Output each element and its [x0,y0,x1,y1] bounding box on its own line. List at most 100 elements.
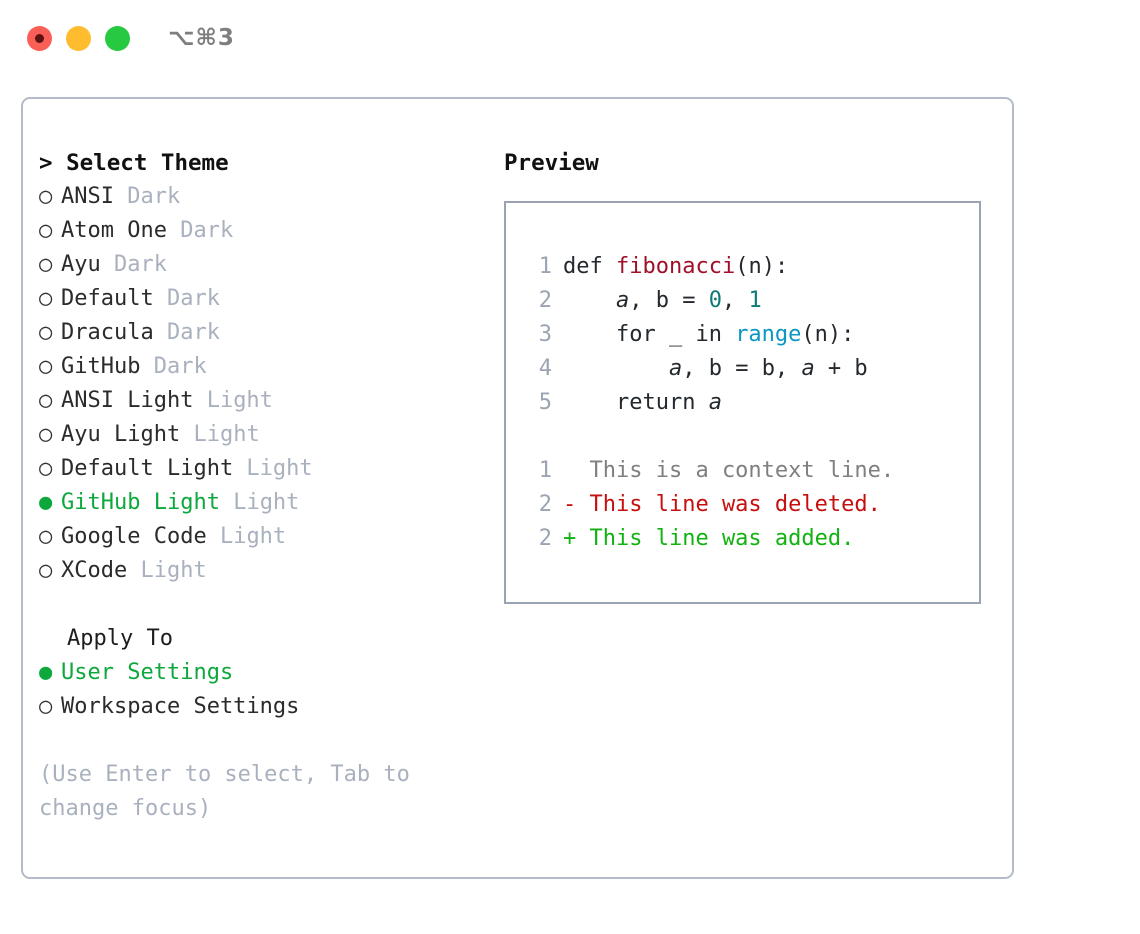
code-line: 3 for _ in range(n): [524,318,979,352]
diff-line: 1 This is a context line. [524,454,979,488]
radio-unselected-icon: ○ [39,320,53,345]
line-number: 4 [538,356,552,381]
radio-unselected-icon: ○ [39,388,53,413]
code-token: for _ in [563,322,736,347]
theme-kind-badge: Light [193,388,273,413]
theme-list-item[interactable]: ○ Ayu Light Light [39,418,493,452]
theme-kind-badge: Dark [100,252,167,277]
theme-list-item[interactable]: ○ ANSI Dark [39,180,493,214]
radio-selected-icon: ● [39,660,53,685]
diff-line-number: 1 [538,458,552,483]
apply-to-heading: Apply To [67,626,173,651]
theme-kind-badge: Dark [166,218,234,243]
theme-list-item[interactable]: ○Google Code Light [39,520,493,554]
theme-name-label: Default [61,286,154,311]
theme-list-item[interactable]: ○XCode Light [39,554,493,588]
code-line: 5 return a [524,386,979,420]
theme-list-item[interactable]: ○Atom One Dark [39,214,493,248]
theme-kind-badge: Light [206,524,287,549]
diff-preview: 1 This is a context line.2- This line wa… [524,454,979,556]
code-line-content: def fibonacci(n): [563,250,788,284]
theme-name-label: GitHub [61,354,141,379]
theme-list-item[interactable]: ○ GitHub Dark [39,350,493,384]
diff-line: 2- This line was deleted. [524,488,979,522]
theme-name-label: Default Light [61,456,234,481]
line-number: 1 [538,254,552,279]
line-number: 3 [538,322,552,347]
radio-unselected-icon: ○ [39,422,53,447]
theme-kind-badge: Light [127,558,207,583]
code-token: 0 [708,288,722,313]
radio-selected-icon: ● [39,490,53,515]
code-token: fibonacci [615,254,736,279]
diff-line-content: This is a context line. [563,458,895,483]
code-token [563,288,616,313]
radio-unselected-icon: ○ [39,286,53,311]
code-token: (n): [801,322,855,347]
tui-panel: > Select Theme ○ANSI Dark○Atom One Dark○… [21,97,1014,879]
code-line: 4 a, b = b, a + b [524,352,979,386]
theme-name-label: ANSI [61,184,114,209]
code-token: return [563,390,709,415]
theme-name-label: ANSI Light [61,388,194,413]
radio-unselected-icon: ○ [39,354,53,379]
theme-list-item[interactable]: ○ ANSI Light Light [39,384,493,418]
theme-name-label: Ayu Light [61,422,181,447]
code-line-content: return a [563,386,722,420]
code-token: a [615,288,630,313]
code-line-content: a, b = b, a + b [563,352,868,386]
theme-list-item[interactable]: ○ Default Light Light [39,452,493,486]
traffic-light-group [27,25,130,51]
code-diff-spacer [524,420,979,454]
radio-unselected-icon: ○ [39,456,53,481]
code-line-content: for _ in range(n): [563,318,854,352]
theme-name-label: Dracula [61,320,154,345]
theme-kind-badge: Light [233,456,313,481]
keyboard-shortcut-label: ⌥⌘3 [168,25,235,51]
code-token: , b = b, [682,356,802,381]
code-token: , b = [629,288,709,313]
code-token [563,356,669,381]
theme-name-label: Atom One [61,218,167,243]
theme-kind-badge: Dark [113,184,181,209]
radio-unselected-icon: ○ [39,524,53,549]
theme-kind-badge: Dark [140,354,207,379]
section-spacer [39,588,493,622]
keyboard-hint-text: (Use Enter to select, Tab to change focu… [39,762,424,821]
theme-list-item[interactable]: ○ Default Dark [39,282,493,316]
line-number: 2 [538,288,552,313]
code-token: a [668,356,683,381]
code-line: 1 def fibonacci(n): [524,250,979,284]
code-token: , [721,288,749,313]
code-token: def [563,254,616,279]
radio-unselected-icon: ○ [39,184,53,209]
theme-list[interactable]: ○ANSI Dark○Atom One Dark○Ayu Dark○Defaul… [39,180,493,588]
diff-line-content: + This line was added. [563,526,855,551]
apply-to-list[interactable]: ●User Settings ○ Workspace Settings [39,656,493,724]
preview-heading: Preview [504,150,599,176]
apply-to-option[interactable]: ○ Workspace Settings [39,690,493,724]
diff-line-number: 2 [538,526,552,551]
close-window-button[interactable] [27,25,52,51]
theme-list-item[interactable]: ○Dracula Dark [39,316,493,350]
theme-selection-column: > Select Theme ○ANSI Dark○Atom One Dark○… [23,99,493,877]
theme-name-label: XCode [61,558,128,583]
theme-kind-badge: Light [180,422,260,447]
diff-line: 2 + This line was added. [524,522,979,556]
minimize-window-button[interactable] [66,25,91,51]
code-token: + b [814,356,868,381]
theme-list-item[interactable]: ● GitHub Light Light [39,486,493,520]
theme-kind-badge: Dark [153,286,220,311]
theme-name-label: GitHub Light [61,490,220,515]
theme-name-label: Ayu [61,252,101,277]
theme-list-item[interactable]: ○Ayu Dark [39,248,493,282]
apply-to-label: Workspace Settings [61,694,300,719]
zoom-window-button[interactable] [105,25,130,51]
apply-to-option[interactable]: ●User Settings [39,656,493,690]
diff-line-number: 2 [538,492,552,517]
radio-unselected-icon: ○ [39,694,53,719]
theme-kind-badge: Light [219,490,300,515]
